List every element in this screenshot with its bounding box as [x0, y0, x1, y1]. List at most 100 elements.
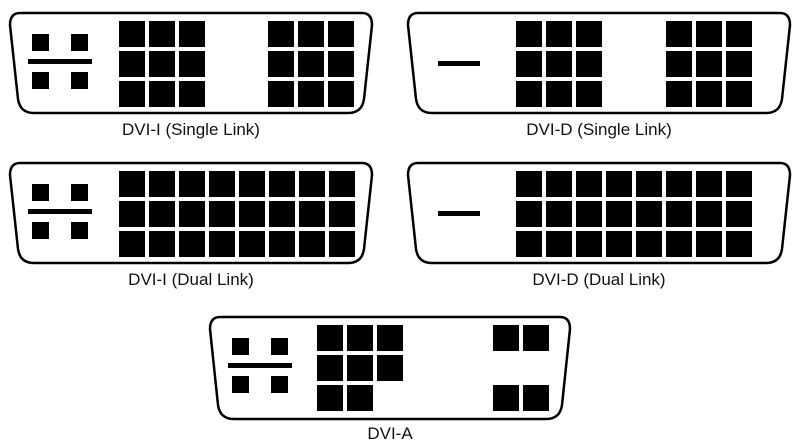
digital-pin [696, 51, 722, 77]
digital-pin [329, 201, 355, 227]
digital-pin [726, 21, 752, 47]
digital-pin [347, 325, 373, 351]
digital-pin [726, 201, 752, 227]
ground-blade [228, 363, 292, 368]
digital-pin [268, 51, 294, 77]
digital-pin [696, 171, 722, 197]
analog-pin [32, 184, 49, 201]
digital-pin [377, 325, 403, 351]
label-dvi-i-single: DVI-I (Single Link) [122, 120, 260, 139]
analog-pin [71, 72, 88, 89]
analog-pin [71, 222, 88, 239]
digital-pin [516, 201, 542, 227]
label-dvi-d-dual: DVI-D (Dual Link) [532, 270, 666, 289]
digital-pin [726, 51, 752, 77]
digital-pin [516, 81, 542, 107]
digital-pin [666, 81, 692, 107]
digital-pin [149, 81, 175, 107]
digital-pin [298, 21, 324, 47]
digital-pin [149, 231, 175, 257]
connector-outline [406, 161, 792, 265]
digital-pin [377, 355, 403, 381]
digital-pin [696, 231, 722, 257]
digital-pin [546, 201, 572, 227]
digital-pin [516, 231, 542, 257]
digital-pin [239, 171, 265, 197]
ground-blade [28, 59, 92, 64]
analog-pin [271, 338, 288, 355]
digital-pin [179, 171, 205, 197]
digital-pin [546, 171, 572, 197]
digital-pin [546, 51, 572, 77]
digital-pin [329, 171, 355, 197]
digital-pin [606, 231, 632, 257]
ground-blade [438, 61, 480, 66]
digital-pin [179, 81, 205, 107]
digital-pin [299, 171, 325, 197]
digital-pin [726, 231, 752, 257]
digital-pin [606, 171, 632, 197]
digital-pin [119, 51, 145, 77]
connector-3 [406, 161, 792, 265]
digital-pin [666, 171, 692, 197]
digital-pin [149, 21, 175, 47]
digital-pin [119, 21, 145, 47]
digital-pin [209, 171, 235, 197]
label-dvi-d-single: DVI-D (Single Link) [526, 120, 672, 139]
digital-pin [119, 81, 145, 107]
digital-pin [298, 51, 324, 77]
digital-pin [666, 231, 692, 257]
digital-pin [696, 201, 722, 227]
analog-pin [493, 325, 519, 351]
analog-pin [232, 376, 249, 393]
analog-pin [71, 184, 88, 201]
digital-pin [299, 231, 325, 257]
digital-pin [546, 21, 572, 47]
connector-outline [406, 11, 792, 115]
analog-pin [523, 385, 549, 411]
digital-pin [239, 201, 265, 227]
connector-outline [8, 11, 374, 115]
analog-pin [271, 376, 288, 393]
digital-pin [119, 201, 145, 227]
digital-pin [329, 231, 355, 257]
digital-pin [666, 51, 692, 77]
connector-0 [8, 11, 374, 115]
digital-pin [576, 21, 602, 47]
digital-pin [576, 51, 602, 77]
digital-pin [268, 21, 294, 47]
digital-pin [576, 231, 602, 257]
analog-pin [32, 222, 49, 239]
digital-pin [328, 81, 354, 107]
digital-pin [149, 201, 175, 227]
digital-pin [576, 171, 602, 197]
digital-pin [516, 171, 542, 197]
digital-pin [179, 21, 205, 47]
digital-pin [149, 51, 175, 77]
digital-pin [179, 51, 205, 77]
digital-pin [516, 51, 542, 77]
digital-pin [666, 21, 692, 47]
digital-pin [317, 355, 343, 381]
digital-pin [636, 231, 662, 257]
digital-pin [269, 201, 295, 227]
digital-pin [576, 201, 602, 227]
digital-pin [328, 51, 354, 77]
digital-pin [726, 171, 752, 197]
digital-pin [179, 201, 205, 227]
digital-pin [149, 171, 175, 197]
digital-pin [268, 81, 294, 107]
digital-pin [179, 231, 205, 257]
digital-pin [269, 171, 295, 197]
digital-pin [299, 201, 325, 227]
label-dvi-a: DVI-A [367, 424, 413, 443]
digital-pin [119, 231, 145, 257]
analog-pin [71, 34, 88, 51]
digital-pin [317, 325, 343, 351]
digital-pin [636, 201, 662, 227]
label-dvi-i-dual: DVI-I (Dual Link) [128, 270, 254, 289]
connector-4 [208, 315, 572, 421]
digital-pin [209, 201, 235, 227]
digital-pin [328, 21, 354, 47]
